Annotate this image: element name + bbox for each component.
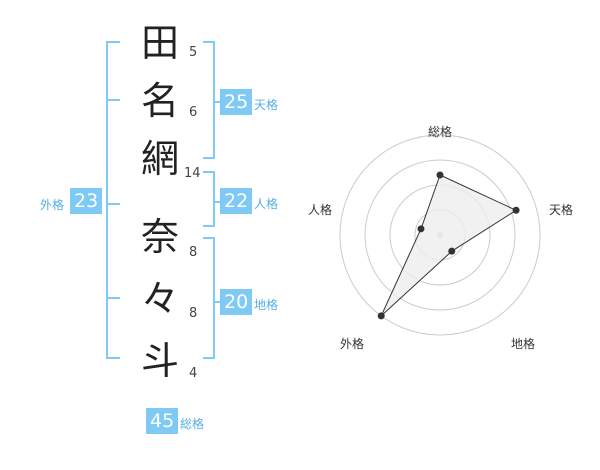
name-char-1: 田 [140, 21, 179, 65]
jinkaku-label: 人格 [254, 197, 279, 211]
radar-label-chikaku: 地格 [511, 337, 536, 351]
tenkaku-value: 25 [220, 89, 253, 115]
jinkaku-value: 22 [220, 188, 253, 214]
radar-point-1 [512, 206, 520, 214]
name-char-5: 々 [140, 277, 179, 321]
radar-chart [339, 134, 541, 336]
name-char-4: 奈 [140, 215, 179, 259]
radar-label-gaikaku: 外格 [340, 337, 365, 351]
radar-point-2 [448, 247, 456, 255]
chikaku-label: 地格 [254, 298, 279, 312]
radar-label-soukaku: 総格 [428, 125, 453, 139]
radar-polygon [380, 174, 518, 317]
radar-label-jinkaku: 人格 [308, 203, 333, 217]
radar-point-4 [417, 225, 425, 233]
radar-ring-4 [339, 134, 541, 336]
radar-label-tenkaku: 天格 [549, 203, 574, 217]
soukaku-value: 45 [146, 408, 179, 434]
gaikaku-value: 23 [70, 188, 103, 214]
radar-ring-3 [364, 159, 516, 311]
stroke-count-5: 8 [189, 306, 198, 321]
tenkaku-label: 天格 [254, 98, 279, 112]
radar-points [377, 171, 520, 320]
chikaku-value: 20 [220, 289, 253, 315]
radar-point-0 [436, 171, 444, 179]
name-char-6: 斗 [140, 339, 179, 383]
stroke-count-3: 14 [184, 166, 201, 181]
radar-point-3 [377, 312, 385, 320]
name-char-3: 網 [140, 137, 179, 181]
stroke-count-2: 6 [189, 105, 198, 120]
stroke-count-1: 5 [189, 45, 198, 60]
stroke-count-6: 4 [189, 366, 198, 381]
gaikaku-label: 外格 [40, 198, 65, 212]
soukaku-label: 総格 [180, 417, 205, 431]
name-char-2: 名 [140, 79, 179, 123]
stroke-count-4: 8 [189, 245, 198, 260]
